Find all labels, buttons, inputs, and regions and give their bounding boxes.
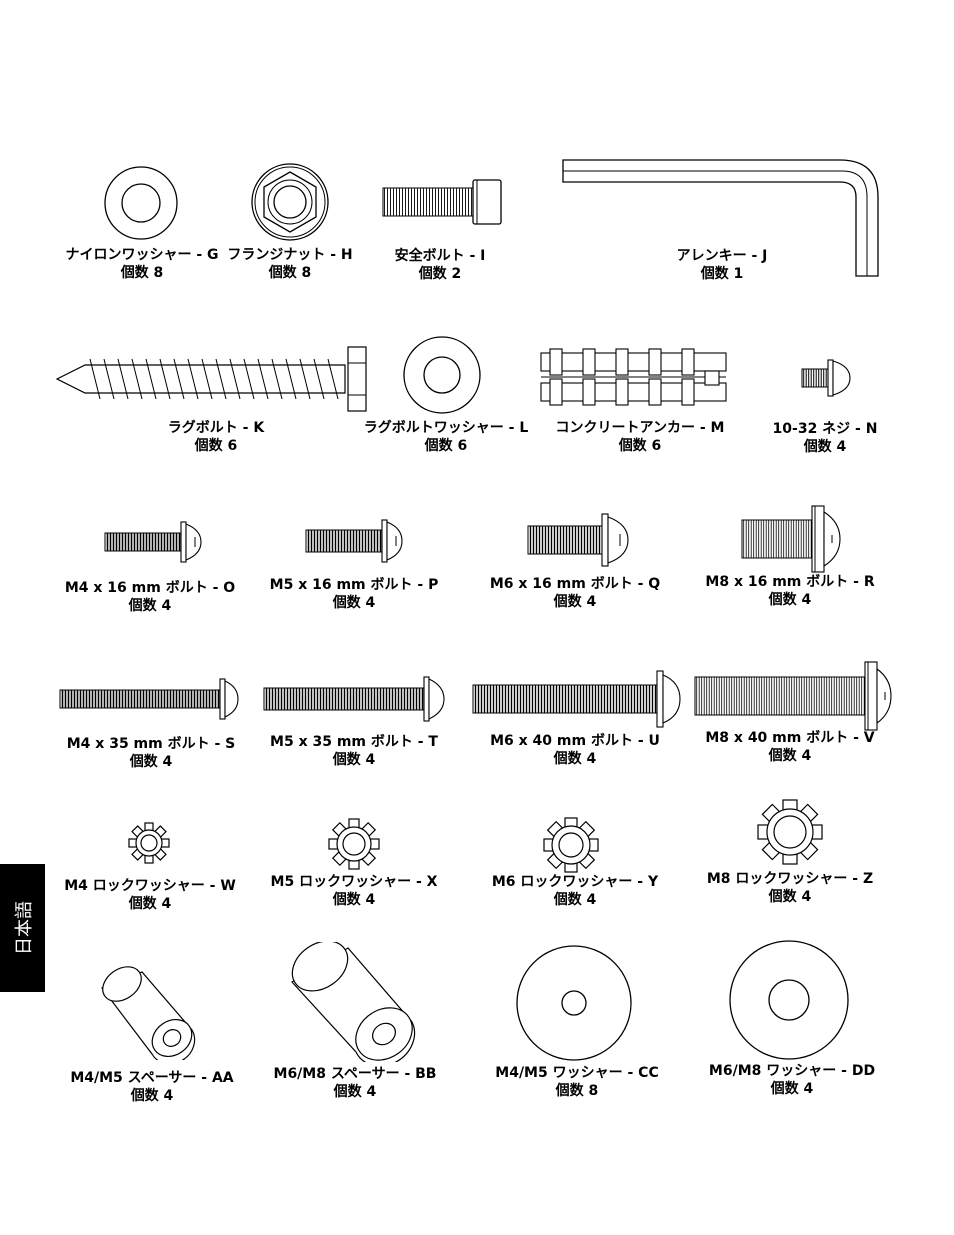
part-qty-z: 個数 4: [768, 889, 812, 905]
lock-washer-y-drawing: [543, 817, 599, 873]
part-name-n: 10-32 ネジ - N: [772, 421, 878, 437]
part-name-o: M4 x 16 mm ボルト - O: [64, 580, 236, 596]
part-qty-i: 個数 2: [418, 266, 462, 282]
part-qty-p: 個数 4: [332, 595, 376, 611]
part-name-aa: M4/M5 スペーサー - AA: [70, 1070, 234, 1086]
part-name-u: M6 x 40 mm ボルト - U: [490, 733, 660, 749]
part-name-y: M6 ロックワッシャー - Y: [491, 874, 659, 890]
part-caption-t: M5 x 35 mm ボルト - T 個数 4: [270, 733, 438, 769]
bolt-s-drawing: [58, 677, 240, 721]
part-qty-l: 個数 6: [424, 438, 468, 454]
part-qty-m: 個数 6: [618, 438, 662, 454]
part-caption-p: M5 x 16 mm ボルト - P 個数 4: [270, 576, 439, 612]
bolt-q-drawing: [526, 512, 632, 568]
part-name-s: M4 x 35 mm ボルト - S: [66, 736, 236, 752]
part-qty-u: 個数 4: [553, 751, 597, 767]
part-qty-aa: 個数 4: [130, 1088, 174, 1104]
part-qty-r: 個数 4: [768, 592, 812, 608]
washer-cc-drawing: [514, 943, 634, 1063]
bolt-u-drawing: [471, 669, 683, 729]
part-caption-x: M5 ロックワッシャー - X 個数 4: [271, 873, 438, 909]
part-caption-v: M8 x 40 mm ボルト - V 個数 4: [705, 729, 874, 765]
lock-washer-w-drawing: [128, 822, 170, 864]
part-qty-dd: 個数 4: [770, 1081, 814, 1097]
part-qty-v: 個数 4: [768, 748, 812, 764]
part-name-t: M5 x 35 mm ボルト - T: [270, 734, 438, 750]
part-qty-k: 個数 6: [194, 438, 238, 454]
part-qty-h: 個数 8: [268, 265, 312, 281]
part-name-l: ラグボルトワッシャー - L: [363, 420, 529, 436]
nylon-washer-g-drawing: [103, 165, 179, 241]
part-name-j: アレンキー - J: [676, 248, 768, 264]
part-qty-bb: 個数 4: [333, 1084, 377, 1100]
part-name-cc: M4/M5 ワッシャー - CC: [495, 1065, 659, 1081]
washer-dd-drawing: [728, 939, 850, 1061]
part-name-bb: M6/M8 スペーサー - BB: [273, 1066, 437, 1082]
part-name-q: M6 x 16 mm ボルト - Q: [489, 576, 661, 592]
spacer-bb-drawing: [286, 942, 418, 1062]
part-qty-g: 個数 8: [120, 265, 164, 281]
flange-nut-h-drawing: [250, 162, 330, 242]
part-qty-w: 個数 4: [128, 896, 172, 912]
screw-n-drawing: [800, 358, 852, 398]
part-caption-k: ラグボルト - K 個数 6: [168, 419, 264, 455]
lag-bolt-k-drawing: [55, 343, 370, 415]
language-tab-label: 日本語: [13, 901, 35, 955]
part-caption-h: フランジナット - H 個数 8: [227, 246, 352, 282]
part-caption-m: コンクリートアンカー - M 個数 6: [556, 419, 725, 455]
bolt-r-drawing: [740, 504, 844, 574]
part-name-w: M4 ロックワッシャー - W: [64, 878, 236, 894]
part-qty-t: 個数 4: [332, 752, 376, 768]
part-caption-y: M6 ロックワッシャー - Y 個数 4: [492, 873, 658, 909]
part-qty-x: 個数 4: [332, 892, 376, 908]
part-name-h: フランジナット - H: [227, 247, 353, 263]
part-name-i: 安全ボルト - I: [394, 248, 486, 264]
part-caption-s: M4 x 35 mm ボルト - S 個数 4: [67, 735, 236, 771]
part-qty-j: 個数 1: [700, 266, 744, 282]
part-caption-bb: M6/M8 スペーサー - BB 個数 4: [274, 1065, 437, 1101]
spacer-aa-drawing: [98, 966, 198, 1060]
part-caption-g: ナイロンワッシャー - G 個数 8: [65, 246, 218, 282]
part-qty-cc: 個数 8: [555, 1083, 599, 1099]
part-caption-dd: M6/M8 ワッシャー - DD 個数 4: [709, 1062, 875, 1098]
bolt-t-drawing: [262, 675, 446, 723]
part-caption-q: M6 x 16 mm ボルト - Q 個数 4: [490, 575, 660, 611]
part-qty-y: 個数 4: [553, 892, 597, 908]
part-qty-q: 個数 4: [553, 594, 597, 610]
part-caption-o: M4 x 16 mm ボルト - O 個数 4: [65, 579, 235, 615]
part-qty-o: 個数 4: [128, 598, 172, 614]
bolt-o-drawing: [103, 520, 203, 564]
part-name-p: M5 x 16 mm ボルト - P: [269, 577, 439, 593]
part-caption-r: M8 x 16 mm ボルト - R 個数 4: [705, 573, 874, 609]
part-name-z: M8 ロックワッシャー - Z: [706, 871, 874, 887]
language-side-tab: 日本語: [0, 864, 45, 992]
allen-key-j-drawing: [560, 157, 882, 279]
part-caption-j: アレンキー - J 個数 1: [677, 247, 768, 283]
part-name-k: ラグボルト - K: [167, 420, 265, 436]
safety-bolt-i-drawing: [380, 178, 504, 226]
lag-bolt-washer-l-drawing: [402, 335, 482, 415]
lock-washer-z-drawing: [757, 799, 823, 865]
part-caption-cc: M4/M5 ワッシャー - CC 個数 8: [495, 1064, 658, 1100]
lock-washer-x-drawing: [328, 818, 380, 870]
bolt-p-drawing: [304, 518, 404, 564]
part-qty-n: 個数 4: [803, 439, 847, 455]
part-name-r: M8 x 16 mm ボルト - R: [705, 574, 875, 590]
part-caption-u: M6 x 40 mm ボルト - U 個数 4: [490, 732, 660, 768]
part-name-x: M5 ロックワッシャー - X: [270, 874, 438, 890]
part-name-m: コンクリートアンカー - M: [555, 420, 725, 436]
part-caption-z: M8 ロックワッシャー - Z 個数 4: [707, 870, 873, 906]
part-caption-n: 10-32 ネジ - N 個数 4: [773, 420, 878, 456]
part-caption-aa: M4/M5 スペーサー - AA 個数 4: [70, 1069, 233, 1105]
part-caption-l: ラグボルトワッシャー - L 個数 6: [364, 419, 528, 455]
part-name-g: ナイロンワッシャー - G: [65, 247, 219, 263]
part-name-v: M8 x 40 mm ボルト - V: [705, 730, 875, 746]
concrete-anchor-m-drawing: [538, 347, 732, 409]
part-name-dd: M6/M8 ワッシャー - DD: [708, 1063, 876, 1079]
part-qty-s: 個数 4: [129, 754, 173, 770]
part-caption-w: M4 ロックワッシャー - W 個数 4: [64, 877, 236, 913]
part-caption-i: 安全ボルト - I 個数 2: [395, 247, 486, 283]
bolt-v-drawing: [693, 660, 893, 732]
